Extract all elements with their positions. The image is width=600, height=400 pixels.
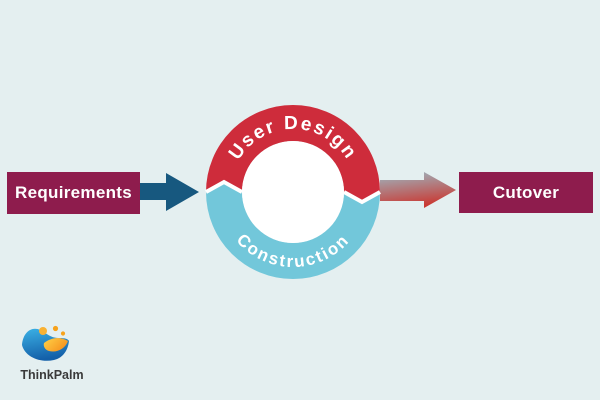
arrow-cycle-to-cutover bbox=[380, 172, 456, 208]
logo-dot-small-icon bbox=[60, 331, 66, 336]
arrow-requirements-to-cycle bbox=[139, 173, 199, 211]
cycle-inner-circle bbox=[242, 141, 344, 243]
cutover-label: Cutover bbox=[492, 182, 560, 202]
requirements-box: Requirements bbox=[7, 172, 140, 214]
cycle-chevron-left bbox=[205, 179, 243, 194]
requirements-label: Requirements bbox=[15, 183, 132, 202]
logo-dot-large-icon bbox=[39, 327, 47, 335]
logo-palm-leaf-icon bbox=[43, 337, 68, 352]
logo-dot-medium-icon bbox=[52, 325, 59, 332]
thinkpalm-logo bbox=[22, 325, 69, 361]
cycle-segment-user-design bbox=[206, 105, 380, 202]
cutover-box: Cutover bbox=[459, 172, 593, 213]
cycle-segment-construction bbox=[206, 182, 380, 279]
cycle-chevron-right bbox=[343, 190, 381, 205]
thinkpalm-logo-text: ThinkPalm bbox=[20, 368, 84, 382]
